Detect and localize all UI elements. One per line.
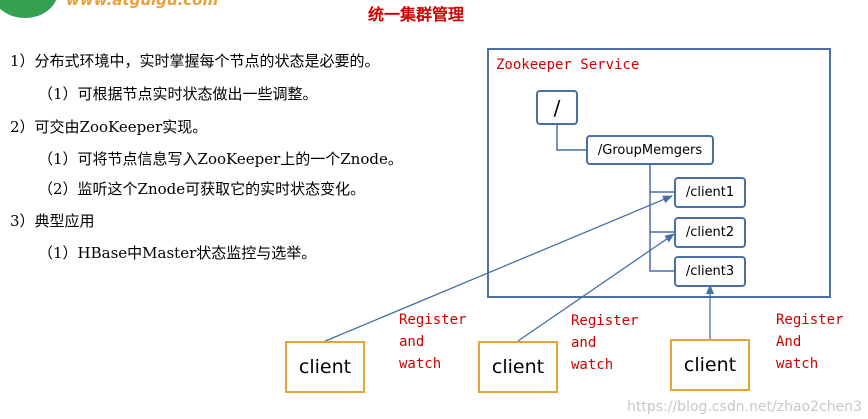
client-node-3: client (670, 339, 750, 391)
register-label-2-line-2: and (571, 335, 597, 351)
point-1-1: （1）可根据节点实时状态做出一些调整。 (38, 85, 318, 103)
register-label-1: Register and watch (399, 309, 466, 375)
zookeeper-service-label: Zookeeper Service (496, 57, 640, 73)
client-node-2: client (478, 341, 558, 393)
register-label-3: Register And watch (776, 309, 843, 375)
znode-root: / (536, 90, 578, 125)
register-label-3-line-2: And (776, 334, 802, 350)
point-2-2: （2）监听这个Znode可获取它的实时状态变化。 (38, 180, 366, 198)
logo-text: www.atguigu.com (66, 0, 219, 9)
connector-root-group (556, 125, 586, 151)
register-label-1-line-3: watch (399, 356, 442, 372)
znode-client2: /client2 (674, 217, 746, 248)
register-label-1-line-1: Register (399, 312, 467, 328)
zookeeper-service-box (487, 48, 831, 298)
point-1: 1）分布式环境中，实时掌握每个节点的状态是必要的。 (10, 52, 380, 70)
connector-group-children (649, 164, 674, 272)
register-label-3-line-3: watch (776, 356, 819, 372)
register-label-2: Register and watch (571, 310, 638, 376)
point-3: 3）典型应用 (10, 212, 95, 230)
register-label-2-line-1: Register (571, 313, 639, 329)
znode-group-members: /GroupMemgers (586, 135, 714, 165)
watermark: https://blog.csdn.net/zhao2chen3 (627, 399, 862, 415)
client-node-1: client (285, 341, 365, 393)
register-arrow-1 (322, 195, 673, 343)
point-3-1: （1）HBase中Master状态监控与选举。 (38, 244, 317, 262)
register-arrow-2 (517, 233, 675, 342)
register-label-1-line-2: and (399, 334, 425, 350)
register-label-2-line-3: watch (571, 357, 614, 373)
page-title: 统一集群管理 (368, 5, 465, 24)
znode-client3: /client3 (674, 256, 746, 287)
znode-client1: /client1 (674, 177, 746, 208)
register-label-3-line-1: Register (776, 312, 844, 328)
point-2-1: （1）可将节点信息写入ZooKeeper上的一个Znode。 (38, 150, 403, 168)
point-2: 2）可交由ZooKeeper实现。 (10, 118, 208, 136)
